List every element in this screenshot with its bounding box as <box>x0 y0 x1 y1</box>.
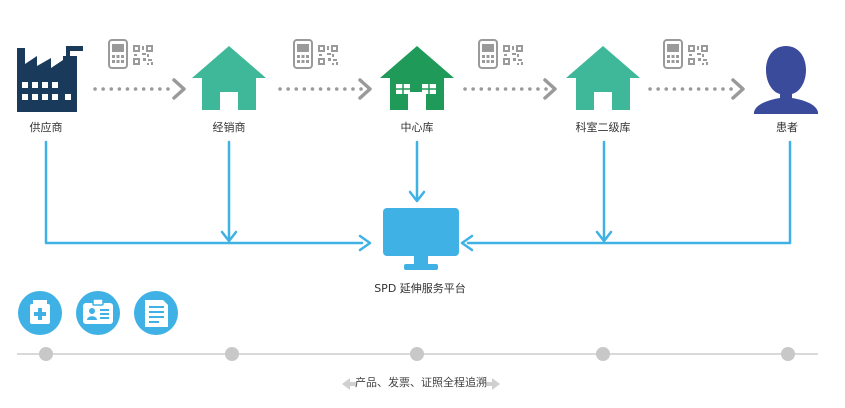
scan-icon <box>293 39 339 69</box>
node-label-supplier: 供应商 <box>29 121 63 134</box>
house-icon <box>380 46 454 110</box>
document-icon <box>134 291 178 335</box>
medicine-box-icon <box>18 291 62 335</box>
node-label-distributor: 经销商 <box>212 121 246 134</box>
id-card-icon <box>76 291 120 335</box>
flow-arrow <box>278 78 372 100</box>
flow-arrow <box>463 78 557 100</box>
person-icon <box>754 46 818 114</box>
connector-line <box>44 140 364 245</box>
arrow-right-icon <box>486 378 500 390</box>
arrowhead <box>408 190 426 203</box>
node-label-department: 科室二级库 <box>575 121 631 134</box>
timeline-dot <box>596 347 610 361</box>
node-label-central: 中心库 <box>400 121 434 134</box>
timeline-dot <box>39 347 53 361</box>
flow-arrow <box>93 78 186 100</box>
scan-icon <box>108 39 154 69</box>
house-icon <box>192 46 266 110</box>
scan-icon <box>478 39 524 69</box>
connector-line <box>466 140 792 245</box>
arrowhead <box>460 234 474 252</box>
scan-icon <box>663 39 709 69</box>
arrowhead <box>220 230 238 243</box>
arrowhead <box>595 230 613 243</box>
trace-label: 产品、发票、证照全程追溯 <box>355 376 487 389</box>
arrow-left-icon <box>342 378 356 390</box>
node-label-patient: 患者 <box>776 121 798 134</box>
flow-arrow <box>648 78 745 100</box>
platform-label: SPD 延伸服务平台 <box>374 282 466 295</box>
factory-icon <box>17 46 83 112</box>
arrowhead <box>358 234 372 252</box>
monitor-icon <box>383 208 459 270</box>
timeline-dot <box>781 347 795 361</box>
house-icon <box>566 46 640 110</box>
timeline-dot <box>225 347 239 361</box>
timeline-dot <box>410 347 424 361</box>
